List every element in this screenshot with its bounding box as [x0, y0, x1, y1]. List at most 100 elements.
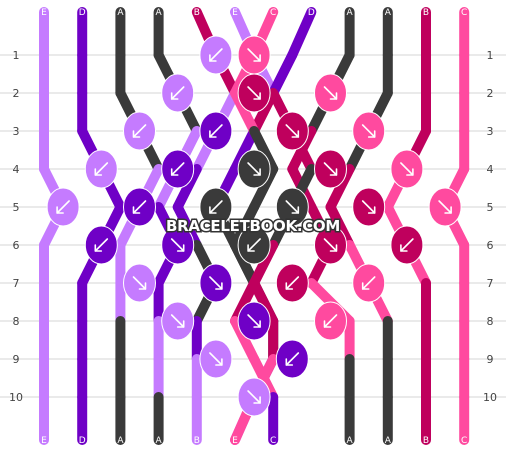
- knot-arrow-icon: [247, 314, 261, 328]
- knot: [84, 149, 118, 189]
- thread-label-top: A: [156, 8, 163, 18]
- thread-label-top: C: [270, 8, 276, 18]
- knot: [237, 301, 271, 341]
- knot: [161, 225, 195, 265]
- thread-label-bottom: B: [423, 436, 429, 446]
- row-label-right: 2: [487, 87, 494, 100]
- row-label-left: 8: [13, 315, 20, 328]
- knot-arrow-icon: [323, 238, 338, 252]
- thread-label-bottom: C: [270, 436, 276, 446]
- knot: [390, 149, 424, 189]
- knot-arrow-icon: [400, 238, 414, 252]
- thread-segment: [249, 354, 279, 402]
- knot: [428, 187, 462, 227]
- thread-label-top: B: [423, 8, 429, 18]
- thread-label-bottom: E: [232, 436, 238, 446]
- thread-label-top: E: [41, 8, 47, 18]
- thread-segment: [325, 164, 355, 212]
- row-label-right: 8: [487, 315, 494, 328]
- knot: [314, 149, 347, 189]
- knot-arrow-icon: [285, 124, 300, 138]
- knot-arrow-icon: [209, 124, 223, 138]
- knot-arrow-icon: [247, 390, 261, 404]
- row-label-left: 7: [13, 277, 20, 290]
- knot: [199, 187, 233, 227]
- thread-label-bottom: A: [385, 436, 392, 446]
- thread-segment: [230, 88, 260, 136]
- thread-label-bottom: D: [79, 436, 86, 446]
- knot-arrow-icon: [247, 162, 261, 176]
- row-label-left: 9: [13, 353, 20, 366]
- knot: [352, 111, 386, 151]
- knot: [161, 149, 195, 189]
- row-label-left: 6: [13, 239, 20, 252]
- knot-arrow-icon: [94, 238, 109, 252]
- row-label-left: 1: [13, 49, 20, 62]
- thread-segment: [230, 278, 260, 326]
- knot: [314, 225, 347, 265]
- row-label-right: 7: [487, 277, 494, 290]
- knot-arrow-icon: [285, 200, 300, 214]
- knot: [123, 263, 156, 303]
- knot: [237, 225, 271, 265]
- knot: [352, 187, 386, 227]
- row-label-right: 9: [487, 353, 494, 366]
- knot-arrow-icon: [56, 200, 70, 214]
- knot: [237, 35, 271, 75]
- knot: [237, 377, 271, 417]
- thread-segment: [268, 50, 298, 98]
- knot: [237, 73, 271, 113]
- thread-segment: [230, 316, 260, 364]
- row-label-right: 10: [483, 391, 497, 404]
- thread-label-bottom: A: [156, 436, 163, 446]
- thread-label-bottom: B: [194, 436, 200, 446]
- thread-label-bottom: C: [461, 436, 467, 446]
- thread-label-top: A: [347, 8, 354, 18]
- thread-segment: [249, 88, 279, 136]
- knot-arrow-icon: [132, 124, 147, 138]
- thread-segment: [230, 202, 260, 250]
- row-label-right: 6: [487, 239, 494, 252]
- knot-arrow-icon: [361, 124, 376, 138]
- knot-arrow-icon: [170, 86, 185, 100]
- row-label-left: 5: [13, 201, 20, 214]
- knot-arrow-icon: [132, 200, 147, 214]
- row-label-right: 5: [487, 201, 494, 214]
- thread-label-top: A: [117, 8, 124, 18]
- knot-arrow-icon: [132, 276, 147, 290]
- knot-arrow-icon: [209, 352, 223, 366]
- knot-arrow-icon: [400, 162, 414, 176]
- knot-arrow-icon: [170, 238, 185, 252]
- knot-arrow-icon: [247, 238, 261, 252]
- thread-label-top: A: [385, 8, 392, 18]
- thread-segment: [172, 164, 202, 212]
- row-label-left: 10: [9, 391, 23, 404]
- knot: [161, 73, 195, 113]
- thread-label-bottom: E: [41, 436, 47, 446]
- knot-arrow-icon: [209, 48, 223, 62]
- knot: [199, 263, 233, 303]
- thread-label-top: D: [308, 8, 315, 18]
- knot-arrow-icon: [323, 314, 338, 328]
- knot: [352, 263, 386, 303]
- thread-label-top: B: [194, 8, 200, 18]
- thread-label-bottom: A: [117, 436, 124, 446]
- knot: [199, 339, 233, 379]
- row-label-right: 1: [487, 49, 494, 62]
- knot-arrow-icon: [209, 200, 223, 214]
- knot: [314, 73, 347, 113]
- knot: [199, 35, 233, 75]
- knot: [237, 149, 271, 189]
- knot-arrow-icon: [285, 276, 300, 290]
- knot-layer: [46, 35, 462, 417]
- row-label-left: 2: [13, 87, 20, 100]
- knot: [275, 111, 309, 151]
- thread-label-top: D: [79, 8, 86, 18]
- knot: [390, 225, 424, 265]
- knot: [275, 187, 309, 227]
- thread-segment: [230, 126, 260, 174]
- knot-arrow-icon: [247, 48, 261, 62]
- knot-arrow-icon: [323, 86, 338, 100]
